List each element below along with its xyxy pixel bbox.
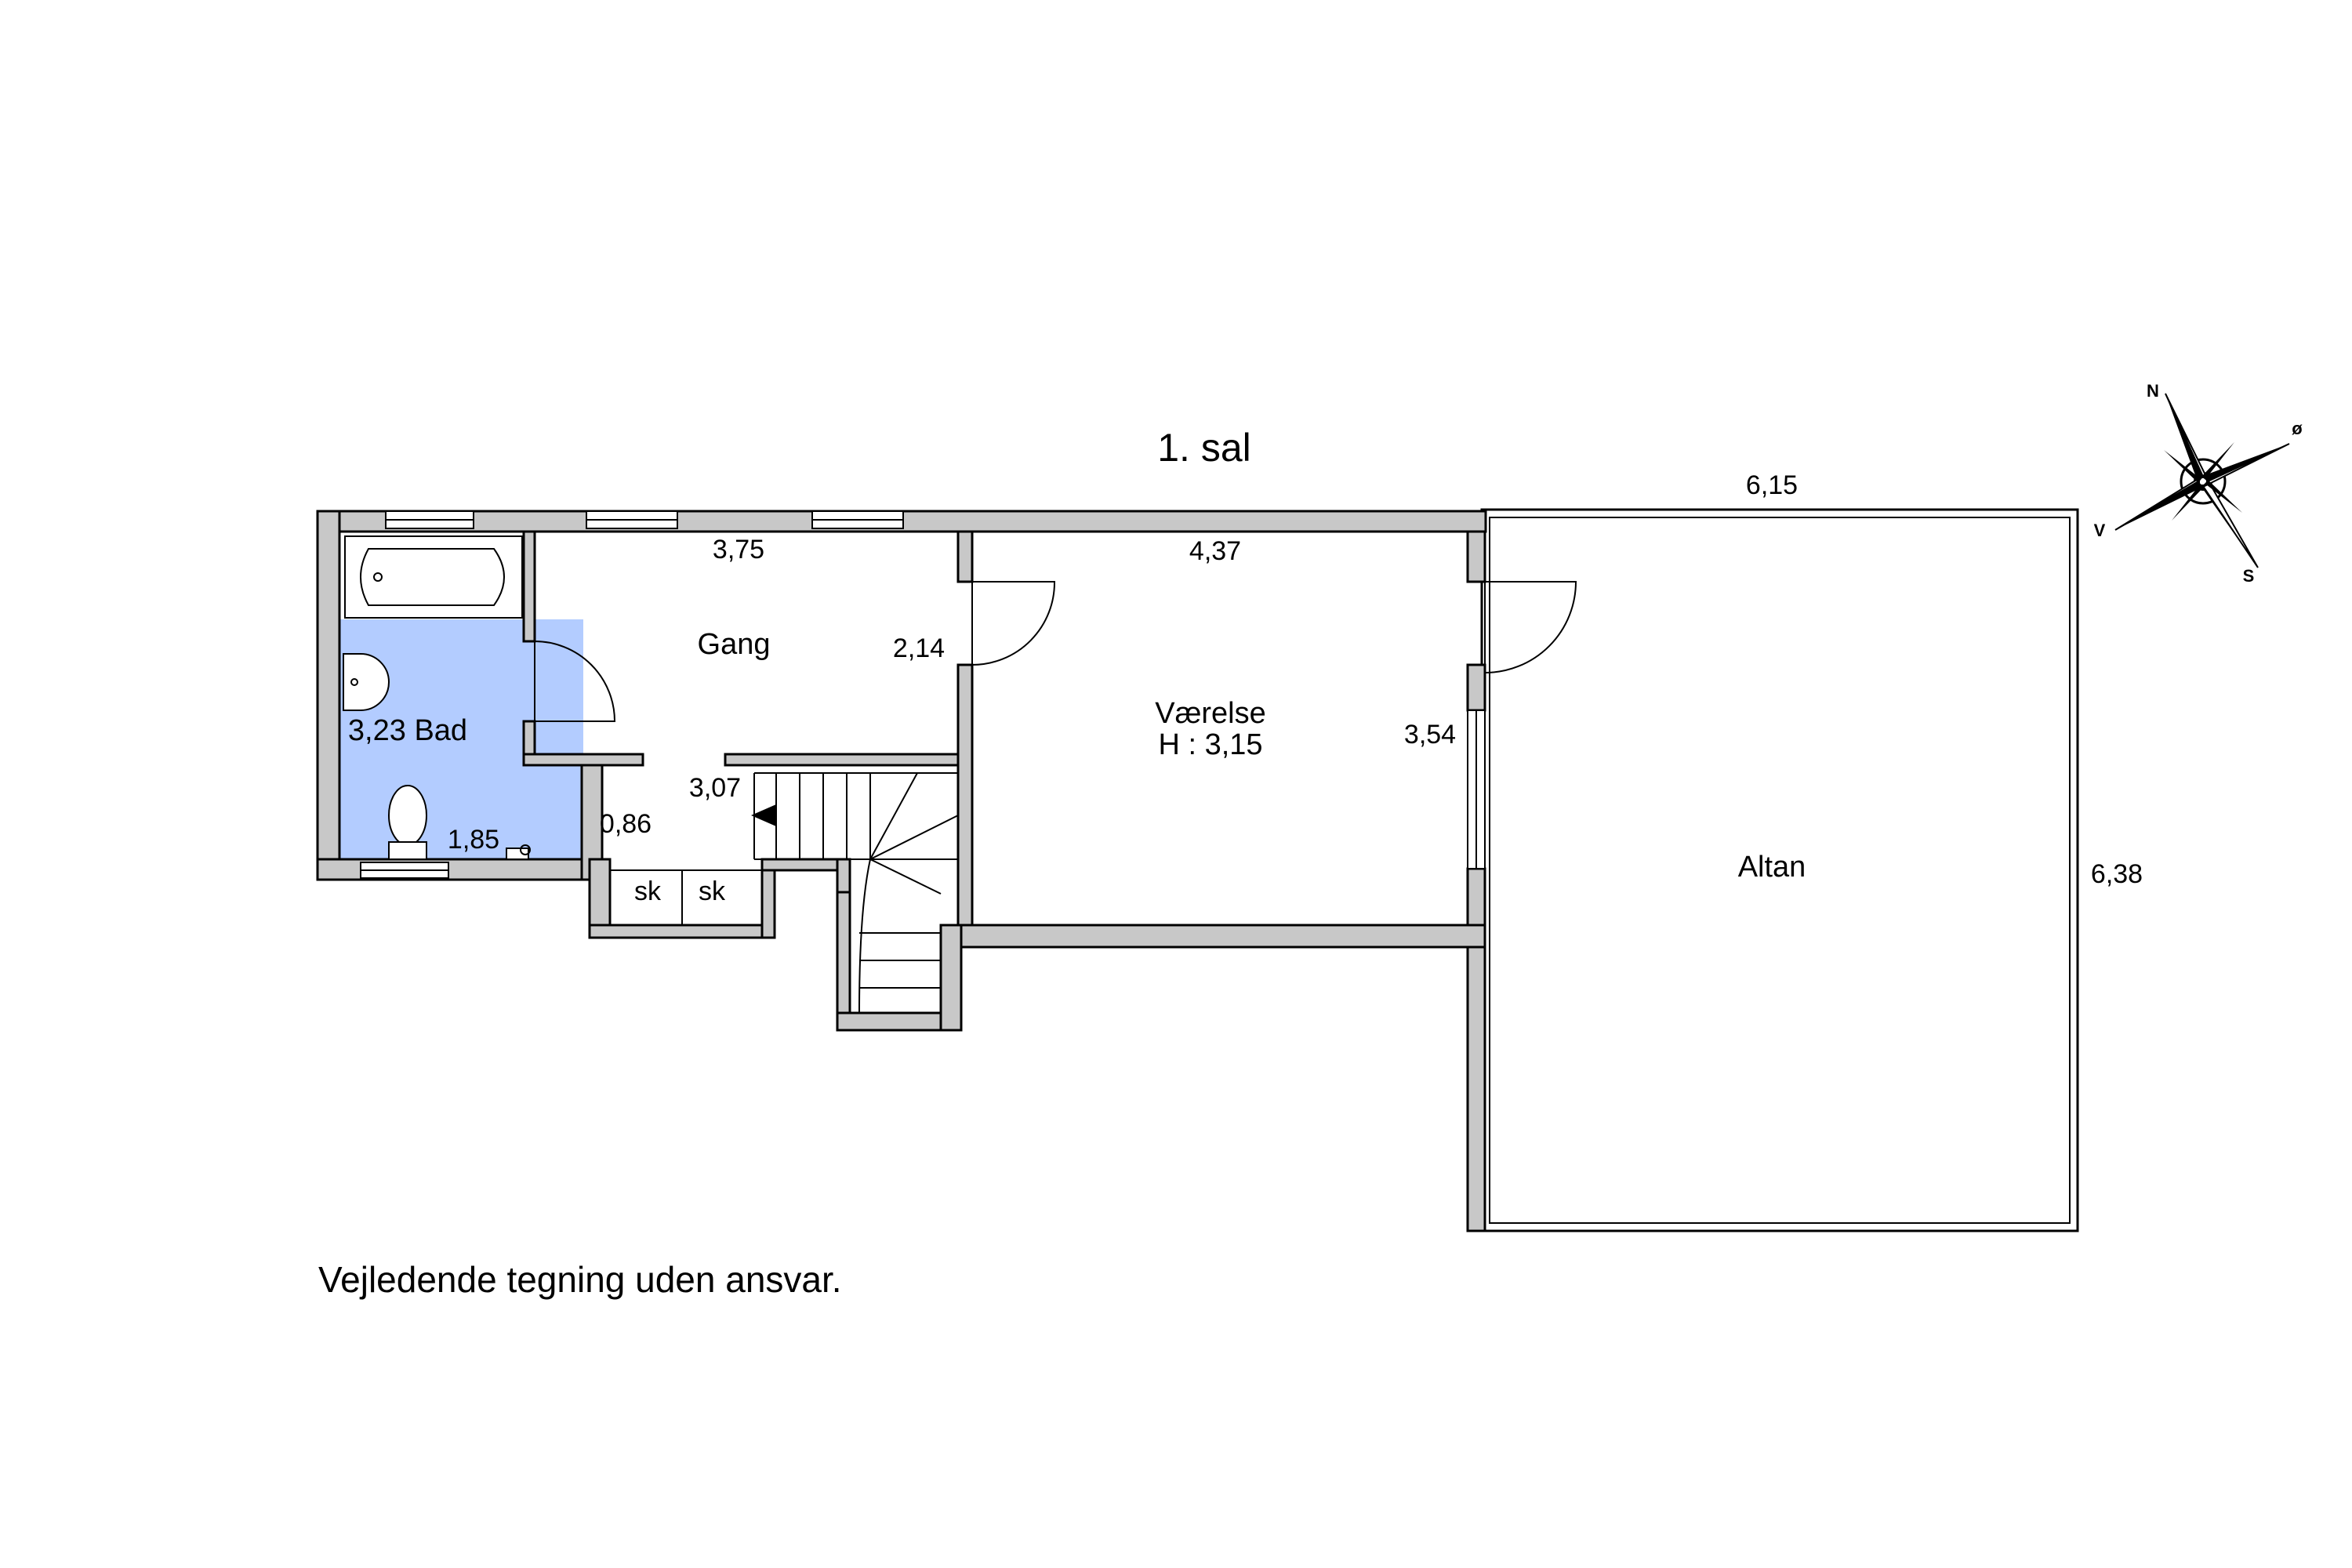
windows xyxy=(360,510,1486,879)
dim-354: 3,54 xyxy=(1404,720,1456,750)
doors xyxy=(534,581,1577,722)
dim-615: 6,15 xyxy=(1746,470,1798,500)
disclaimer-text: Vejledende tegning uden ansvar. xyxy=(318,1259,842,1300)
compass-s-label: S xyxy=(2243,566,2255,586)
walls xyxy=(316,510,1487,1232)
dim-638: 6,38 xyxy=(2091,859,2143,889)
sink-icon xyxy=(343,653,390,711)
compass-e-label: ø xyxy=(2292,419,2303,438)
dim-375: 3,75 xyxy=(713,535,764,564)
page-title: 1. sal xyxy=(1157,426,1251,470)
compass-w-label: V xyxy=(2094,521,2106,540)
dim-214: 2,14 xyxy=(893,633,945,663)
cabinet-2-label: sk xyxy=(699,877,726,906)
compass-rose-icon xyxy=(2114,393,2290,568)
bathtub-icon xyxy=(344,535,523,619)
bathroom-floor xyxy=(339,619,583,859)
room-gang-label: Gang xyxy=(698,628,771,661)
dim-307: 3,07 xyxy=(689,773,741,803)
room-altan-label: Altan xyxy=(1738,851,1806,884)
dim-185: 1,85 xyxy=(448,825,499,855)
staircase xyxy=(751,772,959,1014)
toilet-icon xyxy=(388,785,427,860)
room-vaerelse-height: H : 3,15 xyxy=(1158,728,1262,761)
dim-437: 4,37 xyxy=(1189,536,1241,566)
tap-icon xyxy=(506,844,531,860)
room-bad-label: 3,23 Bad xyxy=(348,714,467,747)
cabinet-1-label: sk xyxy=(634,877,662,906)
room-vaerelse-label: Værelse xyxy=(1155,697,1266,730)
dim-086: 0,86 xyxy=(600,809,652,839)
stair-arrow-icon xyxy=(751,804,776,826)
compass-n-label: N xyxy=(2147,381,2159,401)
